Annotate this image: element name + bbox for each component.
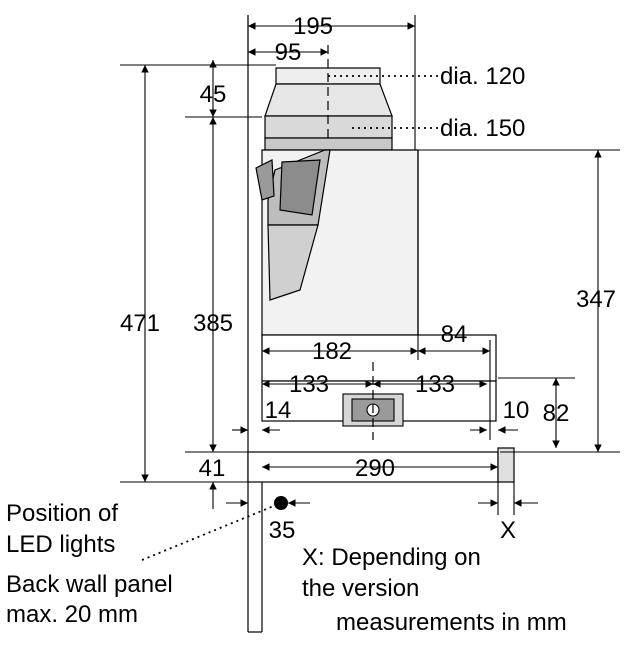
dim-x: X [500, 517, 516, 544]
dim-35: 35 [269, 517, 296, 544]
dim-14: 14 [265, 397, 292, 424]
note-x-line2: the version [302, 575, 419, 602]
dim-471: 471 [120, 310, 160, 337]
dim-95: 95 [275, 39, 302, 66]
dim-84: 84 [441, 321, 468, 348]
center-lines [327, 45, 374, 440]
note-units: measurements in mm [336, 609, 567, 636]
label-led-line1: Position of [6, 500, 118, 527]
label-dia-150: dia. 150 [440, 115, 525, 142]
dim-133-right: 133 [415, 371, 455, 398]
label-panel-line2: max. 20 mm [6, 601, 138, 628]
dim-45: 45 [200, 81, 227, 108]
leader-led [141, 502, 282, 561]
dim-347: 347 [576, 286, 616, 313]
label-dia-120: dia. 120 [440, 63, 525, 90]
note-x-line1: X: Depending on [302, 544, 481, 571]
dim-10: 10 [503, 397, 530, 424]
dim-385: 385 [193, 310, 233, 337]
dim-41: 41 [199, 455, 226, 482]
label-led-line2: LED lights [6, 531, 115, 558]
dim-182: 182 [312, 338, 352, 365]
dim-195: 195 [293, 13, 333, 40]
back-wall-panel [247, 15, 263, 633]
dim-290: 290 [355, 455, 395, 482]
dim-82: 82 [543, 400, 570, 427]
label-panel-line1: Back wall panel [6, 571, 173, 598]
dim-133-left: 133 [289, 371, 329, 398]
